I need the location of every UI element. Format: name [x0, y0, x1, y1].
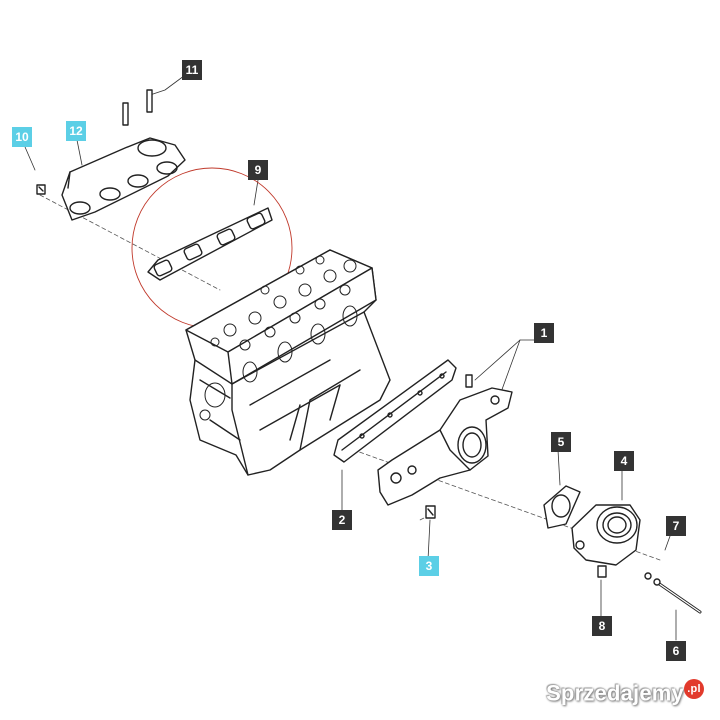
- gasket-5: [543, 485, 581, 529]
- intake-manifold-1: [377, 374, 513, 506]
- cylinder-head-details: [199, 255, 358, 421]
- exhaust-manifold-12: [61, 137, 186, 221]
- callout-8: 8: [592, 616, 612, 636]
- callout-11: 11: [182, 60, 202, 80]
- callout-9: 9: [248, 160, 268, 180]
- bolt-8: [597, 565, 607, 578]
- callout-10: 10: [12, 127, 32, 147]
- watermark-text: Sprzedajemy: [546, 680, 684, 705]
- stud-11: [122, 89, 153, 126]
- callout-1: 1: [534, 323, 554, 343]
- ring-7: [644, 572, 652, 580]
- throttle-body-4: [571, 504, 641, 566]
- callout-3: 3: [419, 556, 439, 576]
- callout-5: 5: [551, 432, 571, 452]
- gasket-2: [333, 359, 457, 463]
- bolt-6: [653, 578, 702, 614]
- callout-12: 12: [66, 121, 86, 141]
- watermark: Sprzedajemy.pl: [546, 678, 704, 706]
- callout-4: 4: [614, 451, 634, 471]
- callout-2: 2: [332, 510, 352, 530]
- engine-block: [185, 249, 391, 476]
- callout-6: 6: [666, 641, 686, 661]
- gasket-9: [147, 207, 273, 281]
- bolt-10: [36, 184, 46, 195]
- watermark-tld: .pl: [684, 678, 704, 699]
- bolt-3: [425, 505, 436, 519]
- callout-7: 7: [666, 516, 686, 536]
